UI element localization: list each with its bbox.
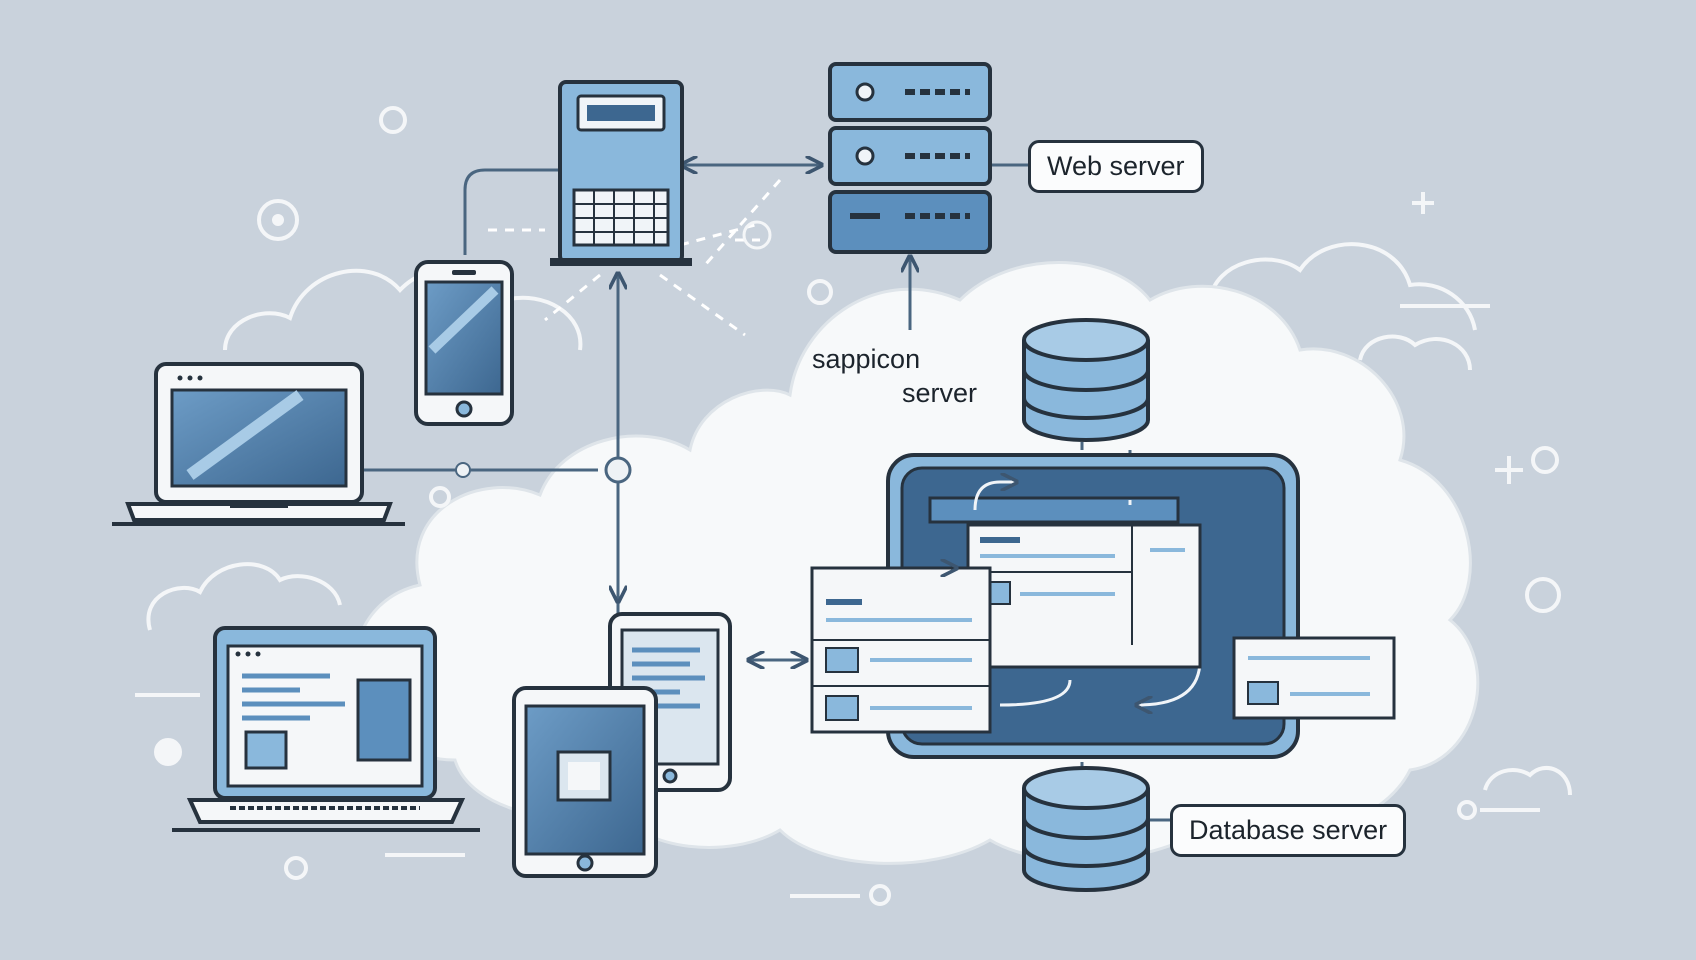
decorative-dots	[154, 106, 1561, 906]
connector-node	[742, 220, 772, 250]
rack-unit-3	[828, 190, 992, 254]
rack-unit-1	[828, 62, 992, 122]
server-rack-icon	[828, 62, 992, 254]
app-server-label-line2: server	[902, 378, 978, 408]
laptop-icon	[112, 362, 405, 526]
database-icon-bottom	[1022, 766, 1150, 892]
background-clouds	[146, 242, 1572, 796]
database-icon-top	[1022, 318, 1150, 442]
window-card-center	[966, 523, 1202, 669]
window-card-right	[1232, 636, 1396, 720]
app-server-label-line1: sappicon	[812, 344, 921, 374]
laptop-browser-icon	[172, 626, 480, 832]
connector-node	[455, 462, 471, 478]
smartphone-icon	[414, 260, 514, 426]
web-server-label: Web server	[1028, 140, 1204, 193]
rack-unit-2	[828, 126, 992, 186]
connector-node	[604, 456, 632, 484]
database-server-label: Database server	[1170, 804, 1407, 857]
server-tower-icon	[550, 80, 692, 266]
tablet-icon-front	[512, 686, 658, 878]
decorative-lines	[135, 304, 1540, 898]
dashed-links	[488, 179, 782, 337]
window-card-left	[810, 568, 992, 734]
